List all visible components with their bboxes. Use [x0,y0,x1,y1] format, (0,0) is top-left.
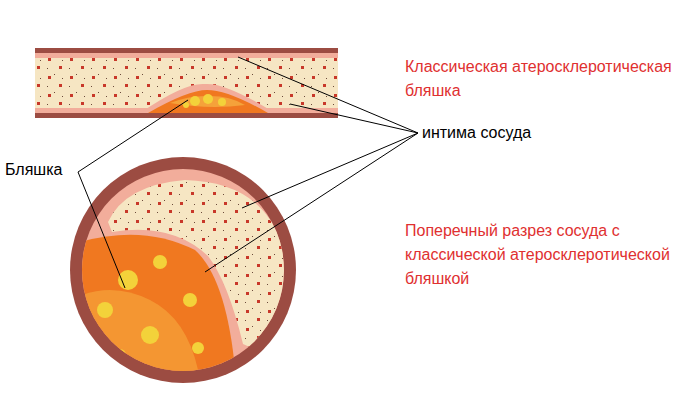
caption-label: Поперечный разрез сосуда с классической … [405,219,685,291]
leader-lines [78,57,418,288]
vessel-cross-section [60,157,296,400]
part-label: Бляшка [5,158,75,182]
vessel-longitudinal [35,48,338,118]
part-label: интима сосуда [422,121,622,145]
title-label: Классическая атеросклеротическая бляшка [405,55,685,103]
